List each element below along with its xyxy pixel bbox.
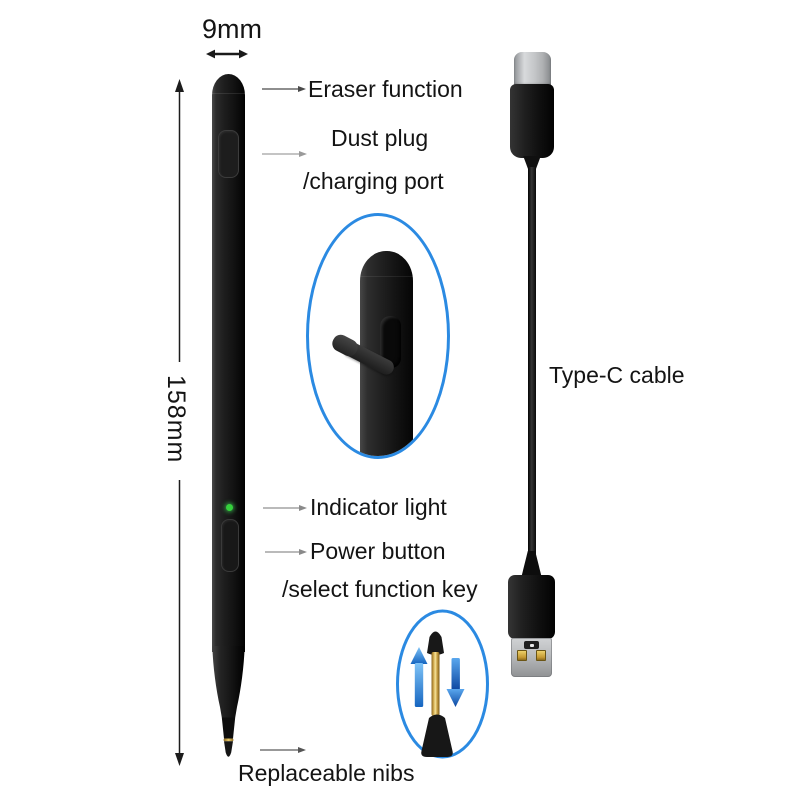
eraser-cap-seam	[212, 93, 245, 94]
dust-plug-detail-view	[306, 213, 450, 459]
usb-a-contact-pad	[536, 650, 546, 661]
width-dimension-label: 9mm	[202, 14, 262, 44]
power-button	[221, 519, 239, 572]
select-function-key-label: /select function key	[282, 576, 478, 602]
magnified-cap-seam	[360, 276, 413, 277]
swap-down-arrow-icon	[446, 658, 465, 707]
dust-plug-callout-arrow	[262, 151, 307, 157]
usb-a-connector	[508, 575, 555, 639]
usb-c-metal-tip	[514, 52, 551, 86]
power-callout-arrow	[265, 549, 307, 555]
swap-up-arrow-icon	[410, 647, 428, 707]
nib-socket-cone	[421, 714, 453, 757]
usb-a-contact-pad	[517, 650, 527, 661]
replaceable-nibs-label: Replaceable nibs	[238, 760, 415, 786]
nib-holder	[221, 717, 236, 739]
nib-gold-ring	[223, 738, 234, 742]
width-double-arrow-icon	[206, 49, 248, 59]
nib-detail-view	[396, 609, 489, 759]
indicator-light-label: Indicator light	[310, 494, 447, 520]
usb-c-connector	[510, 84, 554, 158]
nibs-callout-arrow	[260, 747, 306, 753]
usb-a-slot-dot	[529, 643, 534, 647]
usb-a-metal-shell	[511, 638, 552, 677]
power-button-label: Power button	[310, 538, 446, 564]
dust-plug-label-line2: /charging port	[303, 168, 444, 194]
indicator-led	[226, 504, 233, 511]
cable-wire	[528, 167, 536, 555]
usb-a-slot	[524, 641, 539, 649]
spare-nib-tip	[427, 631, 444, 655]
eraser-function-label: Eraser function	[308, 76, 463, 102]
dust-plug-port	[218, 130, 239, 178]
spare-nib-shaft	[431, 652, 440, 716]
nib-tip	[224, 741, 233, 757]
type-c-cable-label: Type-C cable	[549, 362, 685, 388]
indicator-callout-arrow	[263, 505, 307, 511]
pen-tip	[212, 646, 245, 757]
usb-a-strain-relief	[521, 551, 542, 577]
length-dimension-label: 158mm	[162, 375, 190, 464]
dust-plug-label-line1: Dust plug	[331, 125, 429, 151]
pen-taper-cone	[212, 646, 245, 718]
magnified-charging-port	[380, 316, 401, 368]
eraser-callout-arrow	[262, 86, 306, 92]
usb-c-strain-relief	[523, 156, 541, 169]
